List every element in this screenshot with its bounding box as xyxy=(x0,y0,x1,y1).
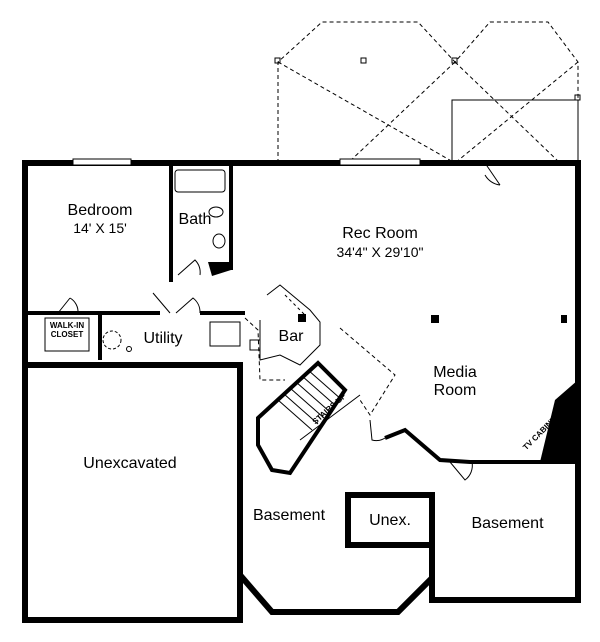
stairs-drawing xyxy=(256,327,396,476)
bar-label: Bar xyxy=(278,328,304,345)
deck-outline xyxy=(277,21,579,164)
media-line2: Room xyxy=(433,382,477,400)
bedroom-size: 14' X 15' xyxy=(73,220,127,236)
media-line1: Media xyxy=(433,364,477,381)
bath-label: Bath xyxy=(178,211,212,228)
closet-line1: WALK-IN xyxy=(49,321,85,330)
closet-line2: CLOSET xyxy=(50,329,84,339)
rec-room-size: 34'4" X 29'10" xyxy=(336,244,424,260)
utility-label: Utility xyxy=(143,330,183,347)
tv-cabinet-block xyxy=(540,380,578,462)
unex-label: Unex. xyxy=(369,512,411,529)
deck-inner xyxy=(451,99,579,164)
bedroom-label: Bedroom xyxy=(67,202,133,219)
unexcavated-label: Unexcavated xyxy=(83,455,177,472)
basement-right-label: Basement xyxy=(471,515,544,532)
rec-room-label: Rec Room xyxy=(342,225,418,242)
basement-center-label: Basement xyxy=(252,507,326,524)
